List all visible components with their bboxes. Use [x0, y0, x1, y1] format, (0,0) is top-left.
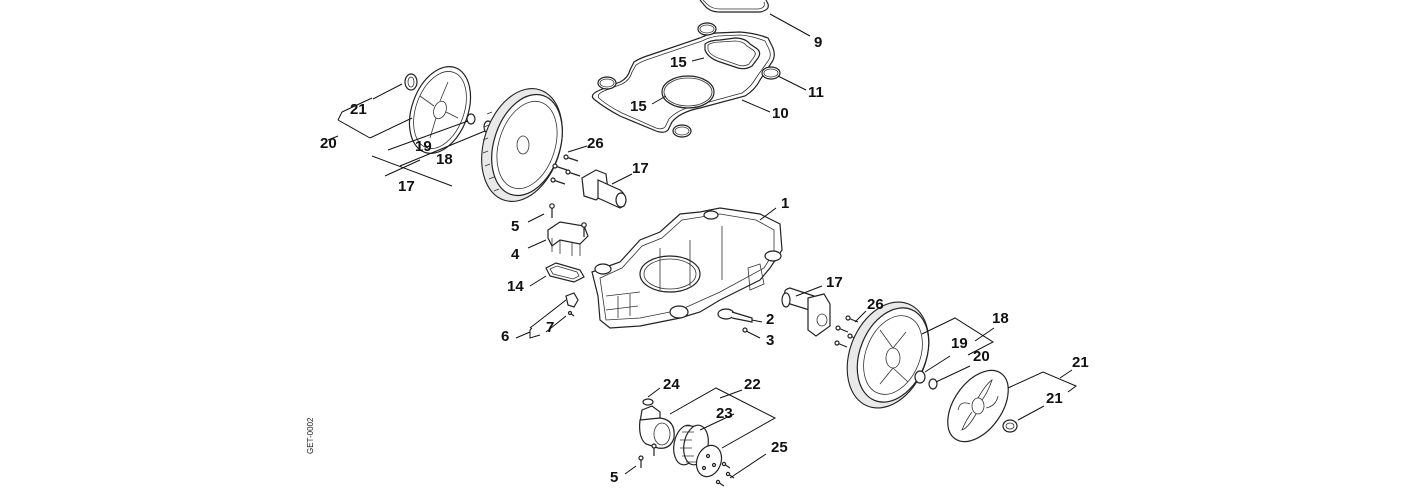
wheel-right: [846, 301, 930, 409]
callout-21-left: 21: [350, 101, 367, 118]
screws-26-left: [550, 154, 581, 185]
key-2: [717, 308, 753, 323]
callout-7: 7: [546, 319, 554, 336]
callout-labels: 9 15 11 15 10 21 20 19 18 17 26 17 1 5 4…: [320, 34, 1089, 486]
cap-insert-left: [404, 73, 418, 91]
callout-5-bottom: 5: [610, 469, 618, 486]
callout-4: 4: [511, 246, 520, 263]
nut-right: [928, 378, 938, 390]
callout-12: 14: [507, 278, 524, 295]
callout-15-right: 17: [826, 274, 843, 291]
screw-5-bottom: [638, 455, 644, 468]
callout-6: 6: [501, 328, 509, 345]
callout-1: 1: [781, 195, 789, 212]
pin-7: [567, 310, 575, 317]
screws-25: [715, 461, 735, 487]
hub-cap-left: [408, 66, 472, 154]
screw-3: [742, 327, 749, 333]
callout-26-right: 26: [867, 296, 884, 313]
callout-21-right: 21: [1046, 390, 1063, 407]
callout-5-top: 5: [511, 218, 519, 235]
callout-10: 10: [772, 105, 789, 122]
callout-24: 24: [663, 376, 680, 393]
o-ring-13: [661, 75, 715, 109]
screws-26-right: [834, 315, 861, 348]
callout-23: 23: [716, 405, 733, 422]
clip-6: [565, 292, 579, 308]
rotor-23: [673, 424, 709, 466]
callout-14: 15: [670, 54, 687, 71]
nut-left: [466, 113, 476, 125]
callout-19-right: 20: [973, 348, 990, 365]
washer-right: [914, 370, 926, 384]
callout-13: 15: [630, 98, 647, 115]
callout-20-right: 21: [1072, 354, 1089, 371]
callout-18-right: 19: [951, 335, 968, 352]
seal-12: [545, 262, 585, 283]
blade-motor-22: [639, 398, 675, 456]
callout-15-left: 17: [632, 160, 649, 177]
seal-14: [704, 37, 761, 70]
screw-5-bracket: [549, 203, 587, 237]
callout-18-left: 18: [436, 151, 453, 168]
drawing-id: GET-0002: [306, 417, 315, 454]
callout-9: 9: [814, 34, 822, 51]
callout-26-left: 26: [587, 135, 604, 152]
callout-3: 3: [766, 332, 774, 349]
callout-11: 11: [808, 84, 824, 101]
callout-17-right: 18: [992, 310, 1009, 327]
drive-motor-left: [581, 169, 627, 209]
callout-25: 25: [771, 439, 788, 456]
callout-2: 2: [766, 311, 774, 328]
callout-19-left: 19: [415, 138, 432, 155]
cover-plate: [695, 444, 723, 478]
bracket-4: [547, 221, 589, 256]
chassis-housing-1: [591, 207, 783, 329]
callout-20-left: 20: [320, 135, 337, 152]
hub-cap-right: [947, 369, 1009, 443]
callout-22: 22: [744, 376, 761, 393]
callout-17-left: 17: [398, 178, 415, 195]
leader-lines: [327, 13, 1077, 479]
drive-motor-right: [781, 287, 831, 337]
wheel-left: [481, 88, 563, 202]
cap-insert-right: [1002, 419, 1018, 433]
gasket-9: [699, 0, 769, 13]
